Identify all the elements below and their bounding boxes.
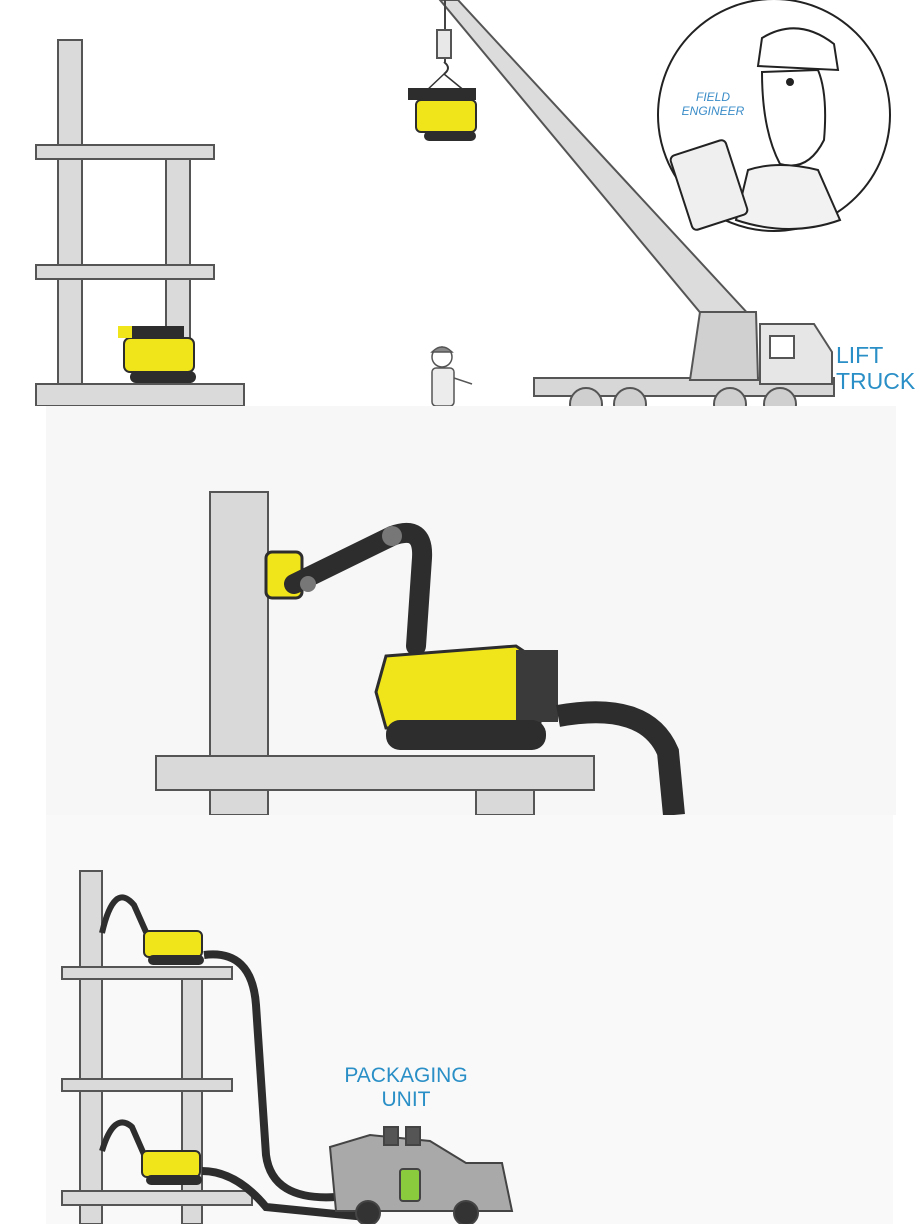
demolition-robot-upper (102, 897, 204, 965)
lift-truck-label: LIFT TRUCK (836, 342, 915, 395)
field-engineer-label-line-2: ENGINEER (668, 105, 758, 119)
packaging-unit-vehicle (330, 1127, 512, 1224)
panel-robot-arm-closeup (46, 406, 896, 815)
packaging-unit-label: PACKAGING UNIT (328, 1064, 484, 1112)
worker-figure (432, 347, 472, 406)
panel-packaging-unit (46, 815, 893, 1224)
lift-truck-label-line-2: TRUCK (836, 368, 915, 394)
packaging-unit-illustration (46, 815, 893, 1224)
robot-arm-closeup-illustration (46, 406, 896, 815)
field-engineer-label: FIELD ENGINEER (668, 91, 758, 119)
lift-truck (534, 312, 834, 406)
packaging-unit-label-line-2: UNIT (328, 1088, 484, 1112)
demolition-robot-lifted (408, 74, 476, 141)
crane-lift-illustration (0, 0, 919, 406)
panel-crane-lift: FIELD ENGINEER LIFT TRUCK (0, 0, 919, 406)
packaging-unit-label-line-1: PACKAGING (328, 1064, 484, 1088)
field-engineer-label-line-1: FIELD (668, 91, 758, 105)
lift-truck-label-line-1: LIFT (836, 342, 915, 368)
